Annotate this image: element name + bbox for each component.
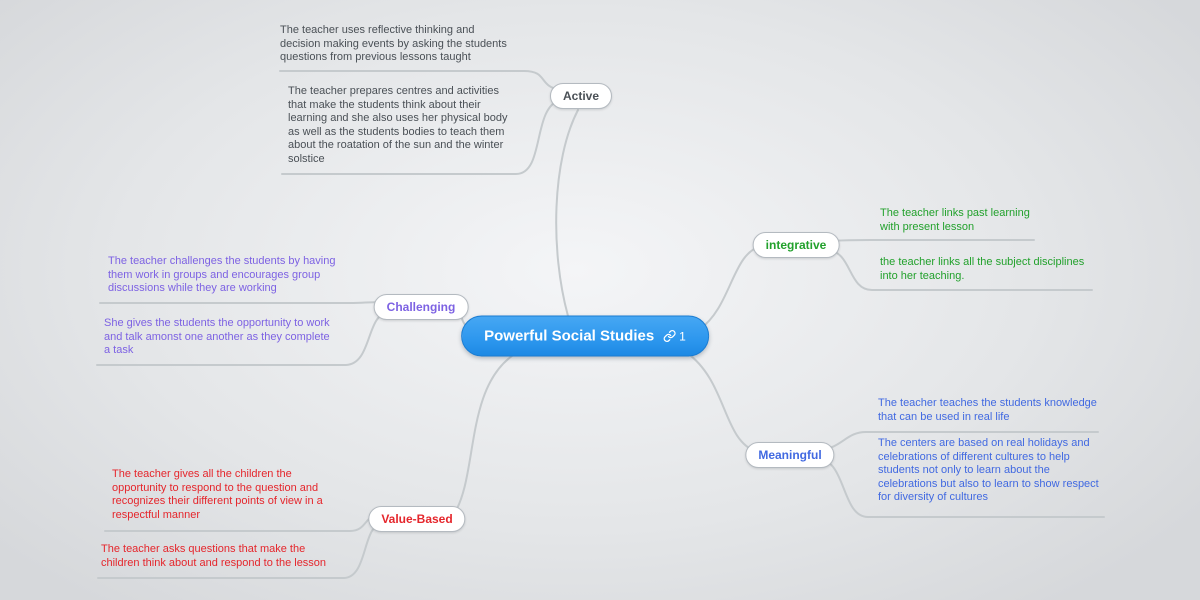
note-active-2[interactable]: The teacher prepares centres and activit… [288, 85, 508, 165]
note-meaningful-1[interactable]: The teacher teaches the students knowled… [878, 397, 1097, 423]
branch-node-value-based[interactable]: Value-Based [368, 506, 466, 532]
branch-node-challenging[interactable]: Challenging [373, 294, 469, 320]
note-value-based-1[interactable]: The teacher gives all the children the o… [112, 468, 323, 521]
branch-node-meaningful[interactable]: Meaningful [745, 442, 835, 468]
note-active-1[interactable]: The teacher uses reflective thinking and… [280, 24, 507, 63]
link-count: 1 [679, 329, 686, 343]
note-meaningful-2[interactable]: The centers are based on real holidays a… [878, 437, 1099, 503]
link-icon [663, 329, 676, 343]
note-value-based-2[interactable]: The teacher asks questions that make the… [101, 543, 327, 569]
root-node[interactable]: Powerful Social Studies 1 [461, 315, 709, 357]
branch-node-integrative[interactable]: integrative [752, 232, 840, 258]
note-challenging-1[interactable]: The teacher challenges the students by h… [108, 255, 336, 294]
branch-node-active[interactable]: Active [549, 83, 613, 109]
link-badge[interactable]: 1 [663, 329, 686, 343]
note-challenging-2[interactable]: She gives the students the opportunity t… [104, 317, 330, 356]
note-integrative-1[interactable]: The teacher links past learning with pre… [880, 207, 1030, 233]
root-label: Powerful Social Studies [484, 327, 655, 345]
note-integrative-2[interactable]: the teacher links all the subject discip… [880, 256, 1085, 282]
